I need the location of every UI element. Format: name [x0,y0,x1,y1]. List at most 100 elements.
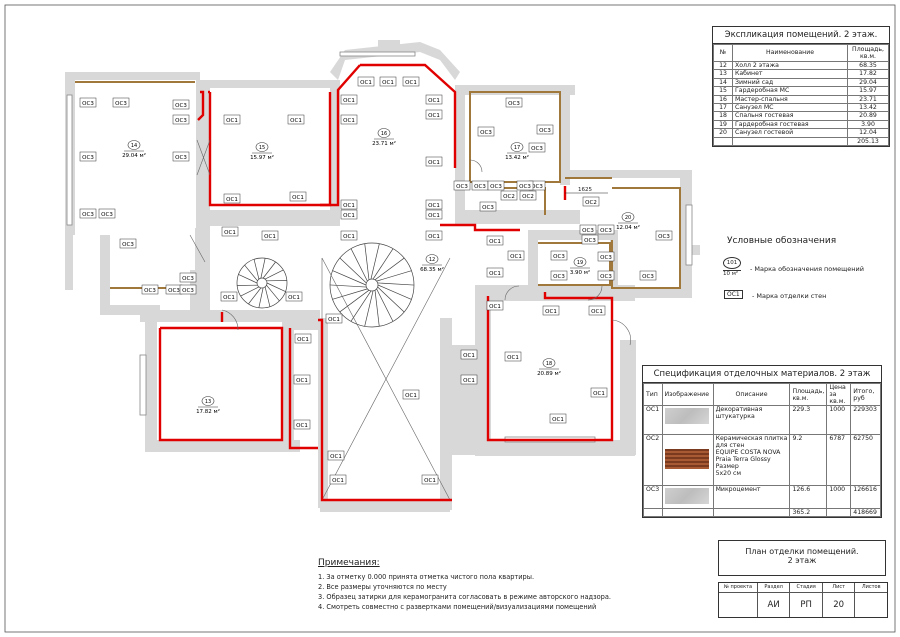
wall-finish-tag-oc3: ОС3 [119,238,137,249]
spec-table: Спецификация отделочных материалов. 2 эт… [642,365,882,519]
stair-step [377,286,405,313]
room-area: 15.97 м² [250,154,274,161]
wall-finish-tag-oc3: ОС3 [471,180,489,191]
stamp-v-section: АИ [758,593,791,617]
stair-step [339,257,367,284]
exp-header-name: Наименование [732,44,848,62]
wall-finish-tag-oc3: ОС3 [172,114,190,125]
stamp-h-sheet: Лист [823,583,856,592]
wall-finish-tag-oc1: ОС1 [590,387,608,398]
stair-step [372,248,394,280]
stair-step [364,290,374,327]
wall-finish-tag-oc1: ОС1 [402,76,420,87]
wall-finish-tag-text: ОС1 [382,80,394,86]
exp-area: 23.71 [847,94,889,105]
room-area: 13.42 м² [505,154,529,161]
wall-finish-tag-text: ОС1 [428,98,440,104]
wall-finish-tag-text: ОС1 [360,80,372,86]
spec-material-swatch [661,405,714,435]
exp-num: 20 [713,128,733,138]
wall-finish-tag-oc1: ОС1 [486,235,504,246]
wall-finish-tag-text: ОС3 [582,228,594,234]
wall-finish-tag-oc1: ОС1 [588,305,606,316]
wall-finish-tag-text: ОС1 [343,234,355,240]
spec-price: 6787 [826,434,852,486]
exp-area: 20.89 [847,111,889,121]
exp-name: Санузел гостевой [732,128,848,138]
room-area: 12.04 м² [616,224,640,231]
wall-finish-tag-text: ОС3 [122,242,134,248]
wall-finish-tag-oc1: ОС1 [289,191,307,202]
wall-finish-tag-oc2: ОС2 [500,190,518,201]
legend-room-label: - Марка обозначения помещений [750,265,864,273]
stair-step [374,257,405,281]
legend-wall-tag: ОС1 [724,290,743,299]
wall-finish-tag-oc1: ОС1 [293,419,311,430]
wall-finish-tag-oc1: ОС1 [486,300,504,311]
room-area: 20.89 м² [537,370,561,377]
wall-finish-tag-text: ОС3 [82,212,94,218]
wall-finish-tag-text: ОС1 [296,423,308,429]
spec-type: ОС2 [643,434,663,486]
exp-area: 29.04 [847,77,889,88]
wall-finish-tag-text: ОС1 [226,197,238,203]
wall-finish-tag-oc2: ОС2 [582,196,600,207]
wall-finish-tag-oc1: ОС1 [340,230,358,241]
wall-finish-tag-text: ОС3 [600,255,612,261]
exp-num: 16 [713,94,733,105]
wall-finish-tag-text: ОС3 [175,155,187,161]
wall-finish-tag-text: ОС1 [428,213,440,219]
room-number: 15 [259,145,265,151]
material-swatch-oc3 [664,488,709,504]
stair-step [377,282,415,286]
exp-area: 15.97 [847,86,889,96]
stamp-v-stage: РП [790,593,823,617]
spec-h-image: Изображение [661,383,714,406]
spec-desc-line: Размер [715,463,739,470]
room-number: 20 [625,215,631,221]
wall-finish-tag-text: ОС1 [552,417,564,423]
material-swatch-oc1 [664,408,709,424]
wall-finish-tag-text: ОС1 [489,271,501,277]
stair-step [329,284,367,288]
exp-name: Мастер-спальня [732,94,848,105]
spec-material-swatch [661,434,714,486]
dimension-1625: 1625 [565,187,608,194]
stair-step [260,258,266,279]
room-area: 17.82 м² [196,408,220,415]
wall-finish-tag-text: ОС1 [343,98,355,104]
wall-finish-tag-text: ОС1 [292,195,304,201]
stair-step [376,288,394,322]
wall-finish-tag-text: ОС3 [553,274,565,280]
stair-step [253,259,260,280]
stair-step [376,270,412,282]
wall-finish-tag-oc1: ОС1 [425,199,443,210]
spec-desc-line: Микроцемент [715,486,761,494]
exp-area: 17.82 [847,69,889,79]
wall-finish-tag-text: ОС1 [223,295,235,301]
wall-finish-tag-oc1: ОС1 [287,114,305,125]
exp-area: 3.90 [847,119,889,130]
wall-finish-tag-text: ОС1 [290,118,302,124]
room-label: 20 12.04 м² [616,212,640,231]
wall-finish-tag-oc1: ОС1 [425,109,443,120]
wall-finish-tag-oc1: ОС1 [340,114,358,125]
exp-name: Гардеробная МС [732,86,848,96]
wall-finish-tag-oc1: ОС1 [220,291,238,302]
wall-finish-tag-text: ОС1 [545,309,557,315]
room-number: 12 [429,257,435,263]
spec-desc-line: 5х20 см [715,470,742,477]
wall-finish-tag-text: ОС1 [428,113,440,119]
wall-finish-tag-oc1: ОС1 [486,267,504,278]
room-area: 68.35 м² [420,266,444,273]
stair-step [240,286,260,297]
wall-finish-tag-oc1: ОС1 [294,333,312,344]
wall-finish-tag-text: ОС3 [600,274,612,280]
room-area: 23.71 м² [372,140,396,147]
